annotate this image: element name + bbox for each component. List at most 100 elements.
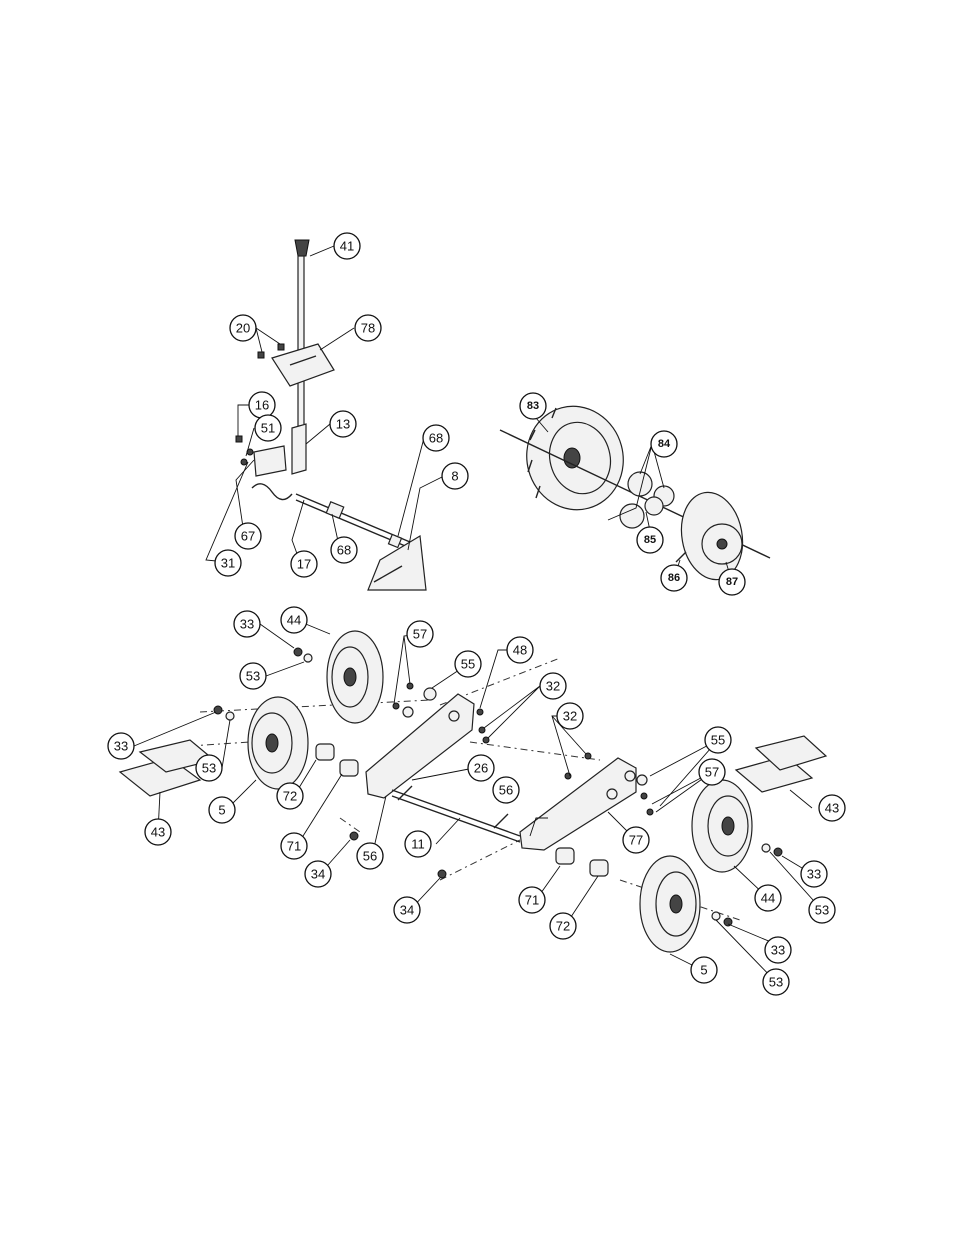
svg-text:56: 56	[363, 849, 377, 864]
callout-43: 43	[818, 794, 846, 822]
svg-text:77: 77	[629, 833, 643, 848]
callout-77: 77	[622, 826, 650, 854]
callout-86: 86	[660, 564, 688, 592]
svg-text:44: 44	[761, 891, 775, 906]
svg-text:53: 53	[815, 903, 829, 918]
callout-57: 57	[698, 758, 726, 786]
svg-text:33: 33	[807, 867, 821, 882]
callout-51: 51	[254, 414, 282, 442]
svg-text:72: 72	[556, 919, 570, 934]
callout-8: 8	[441, 462, 469, 490]
callout-68: 68	[422, 424, 450, 452]
callout-55: 55	[454, 650, 482, 678]
callout-41: 41	[333, 232, 361, 260]
callout-87: 87	[718, 568, 746, 596]
svg-text:67: 67	[241, 529, 255, 544]
axle-wheel-assembly	[118, 630, 828, 953]
svg-text:8: 8	[451, 469, 458, 484]
svg-text:32: 32	[546, 679, 560, 694]
callout-53: 53	[195, 754, 223, 782]
svg-text:41: 41	[340, 239, 354, 254]
callout-83: 83	[519, 392, 547, 420]
svg-text:20: 20	[236, 321, 250, 336]
svg-text:71: 71	[525, 893, 539, 908]
callout-13: 13	[329, 410, 357, 438]
callout-32: 32	[539, 672, 567, 700]
callout-72: 72	[549, 912, 577, 940]
callout-5: 5	[208, 796, 236, 824]
shift-lever-assembly	[235, 239, 427, 591]
svg-text:55: 55	[461, 657, 475, 672]
callout-16: 16	[248, 391, 276, 419]
svg-text:84: 84	[658, 438, 671, 450]
callout-17: 17	[290, 550, 318, 578]
svg-text:43: 43	[151, 825, 165, 840]
callout-balloons: 41 20 78 16 51 13 68 8 67 31 17 68 83 84…	[107, 232, 846, 996]
callout-20: 20	[229, 314, 257, 342]
callout-34: 34	[393, 896, 421, 924]
callout-31: 31	[214, 549, 242, 577]
callout-33: 33	[233, 610, 261, 638]
svg-text:33: 33	[240, 617, 254, 632]
svg-text:31: 31	[221, 556, 235, 571]
svg-text:33: 33	[114, 739, 128, 754]
svg-text:13: 13	[336, 417, 350, 432]
svg-text:57: 57	[413, 627, 427, 642]
svg-text:43: 43	[825, 801, 839, 816]
svg-text:78: 78	[361, 321, 375, 336]
svg-text:68: 68	[429, 431, 443, 446]
callout-33: 33	[764, 936, 792, 964]
callout-11: 11	[404, 830, 432, 858]
svg-text:17: 17	[297, 557, 311, 572]
callout-84: 84	[650, 430, 678, 458]
callout-34: 34	[304, 860, 332, 888]
callout-44: 44	[280, 606, 308, 634]
callout-55: 55	[704, 726, 732, 754]
svg-text:57: 57	[705, 765, 719, 780]
callout-53: 53	[808, 896, 836, 924]
svg-text:68: 68	[337, 543, 351, 558]
callout-48: 48	[506, 636, 534, 664]
svg-text:53: 53	[202, 761, 216, 776]
svg-text:11: 11	[411, 837, 425, 852]
svg-text:48: 48	[513, 643, 527, 658]
svg-text:55: 55	[711, 733, 725, 748]
callout-53: 53	[239, 662, 267, 690]
callout-33: 33	[800, 860, 828, 888]
callout-68: 68	[330, 536, 358, 564]
svg-text:33: 33	[771, 943, 785, 958]
callout-67: 67	[234, 522, 262, 550]
svg-text:72: 72	[283, 789, 297, 804]
svg-text:71: 71	[287, 839, 301, 854]
callout-71: 71	[280, 832, 308, 860]
callout-56: 56	[492, 776, 520, 804]
callout-56: 56	[356, 842, 384, 870]
svg-text:53: 53	[769, 975, 783, 990]
callout-32: 32	[556, 702, 584, 730]
svg-text:53: 53	[246, 669, 260, 684]
callout-5: 5	[690, 956, 718, 984]
svg-text:86: 86	[668, 572, 680, 584]
svg-text:32: 32	[563, 709, 577, 724]
callout-26: 26	[467, 754, 495, 782]
callout-43: 43	[144, 818, 172, 846]
svg-text:56: 56	[499, 783, 513, 798]
svg-text:51: 51	[261, 421, 275, 436]
callout-44: 44	[754, 884, 782, 912]
svg-text:26: 26	[474, 761, 488, 776]
svg-text:5: 5	[218, 803, 225, 818]
svg-text:5: 5	[700, 963, 707, 978]
callout-57: 57	[406, 620, 434, 648]
callout-71: 71	[518, 886, 546, 914]
svg-text:34: 34	[400, 903, 414, 918]
callout-53: 53	[762, 968, 790, 996]
svg-text:16: 16	[255, 398, 269, 413]
callout-85: 85	[636, 526, 664, 554]
gear-tire-assembly	[499, 405, 771, 581]
callout-72: 72	[276, 782, 304, 810]
svg-text:44: 44	[287, 613, 301, 628]
svg-text:34: 34	[311, 867, 325, 882]
svg-text:85: 85	[644, 534, 656, 546]
callout-78: 78	[354, 314, 382, 342]
